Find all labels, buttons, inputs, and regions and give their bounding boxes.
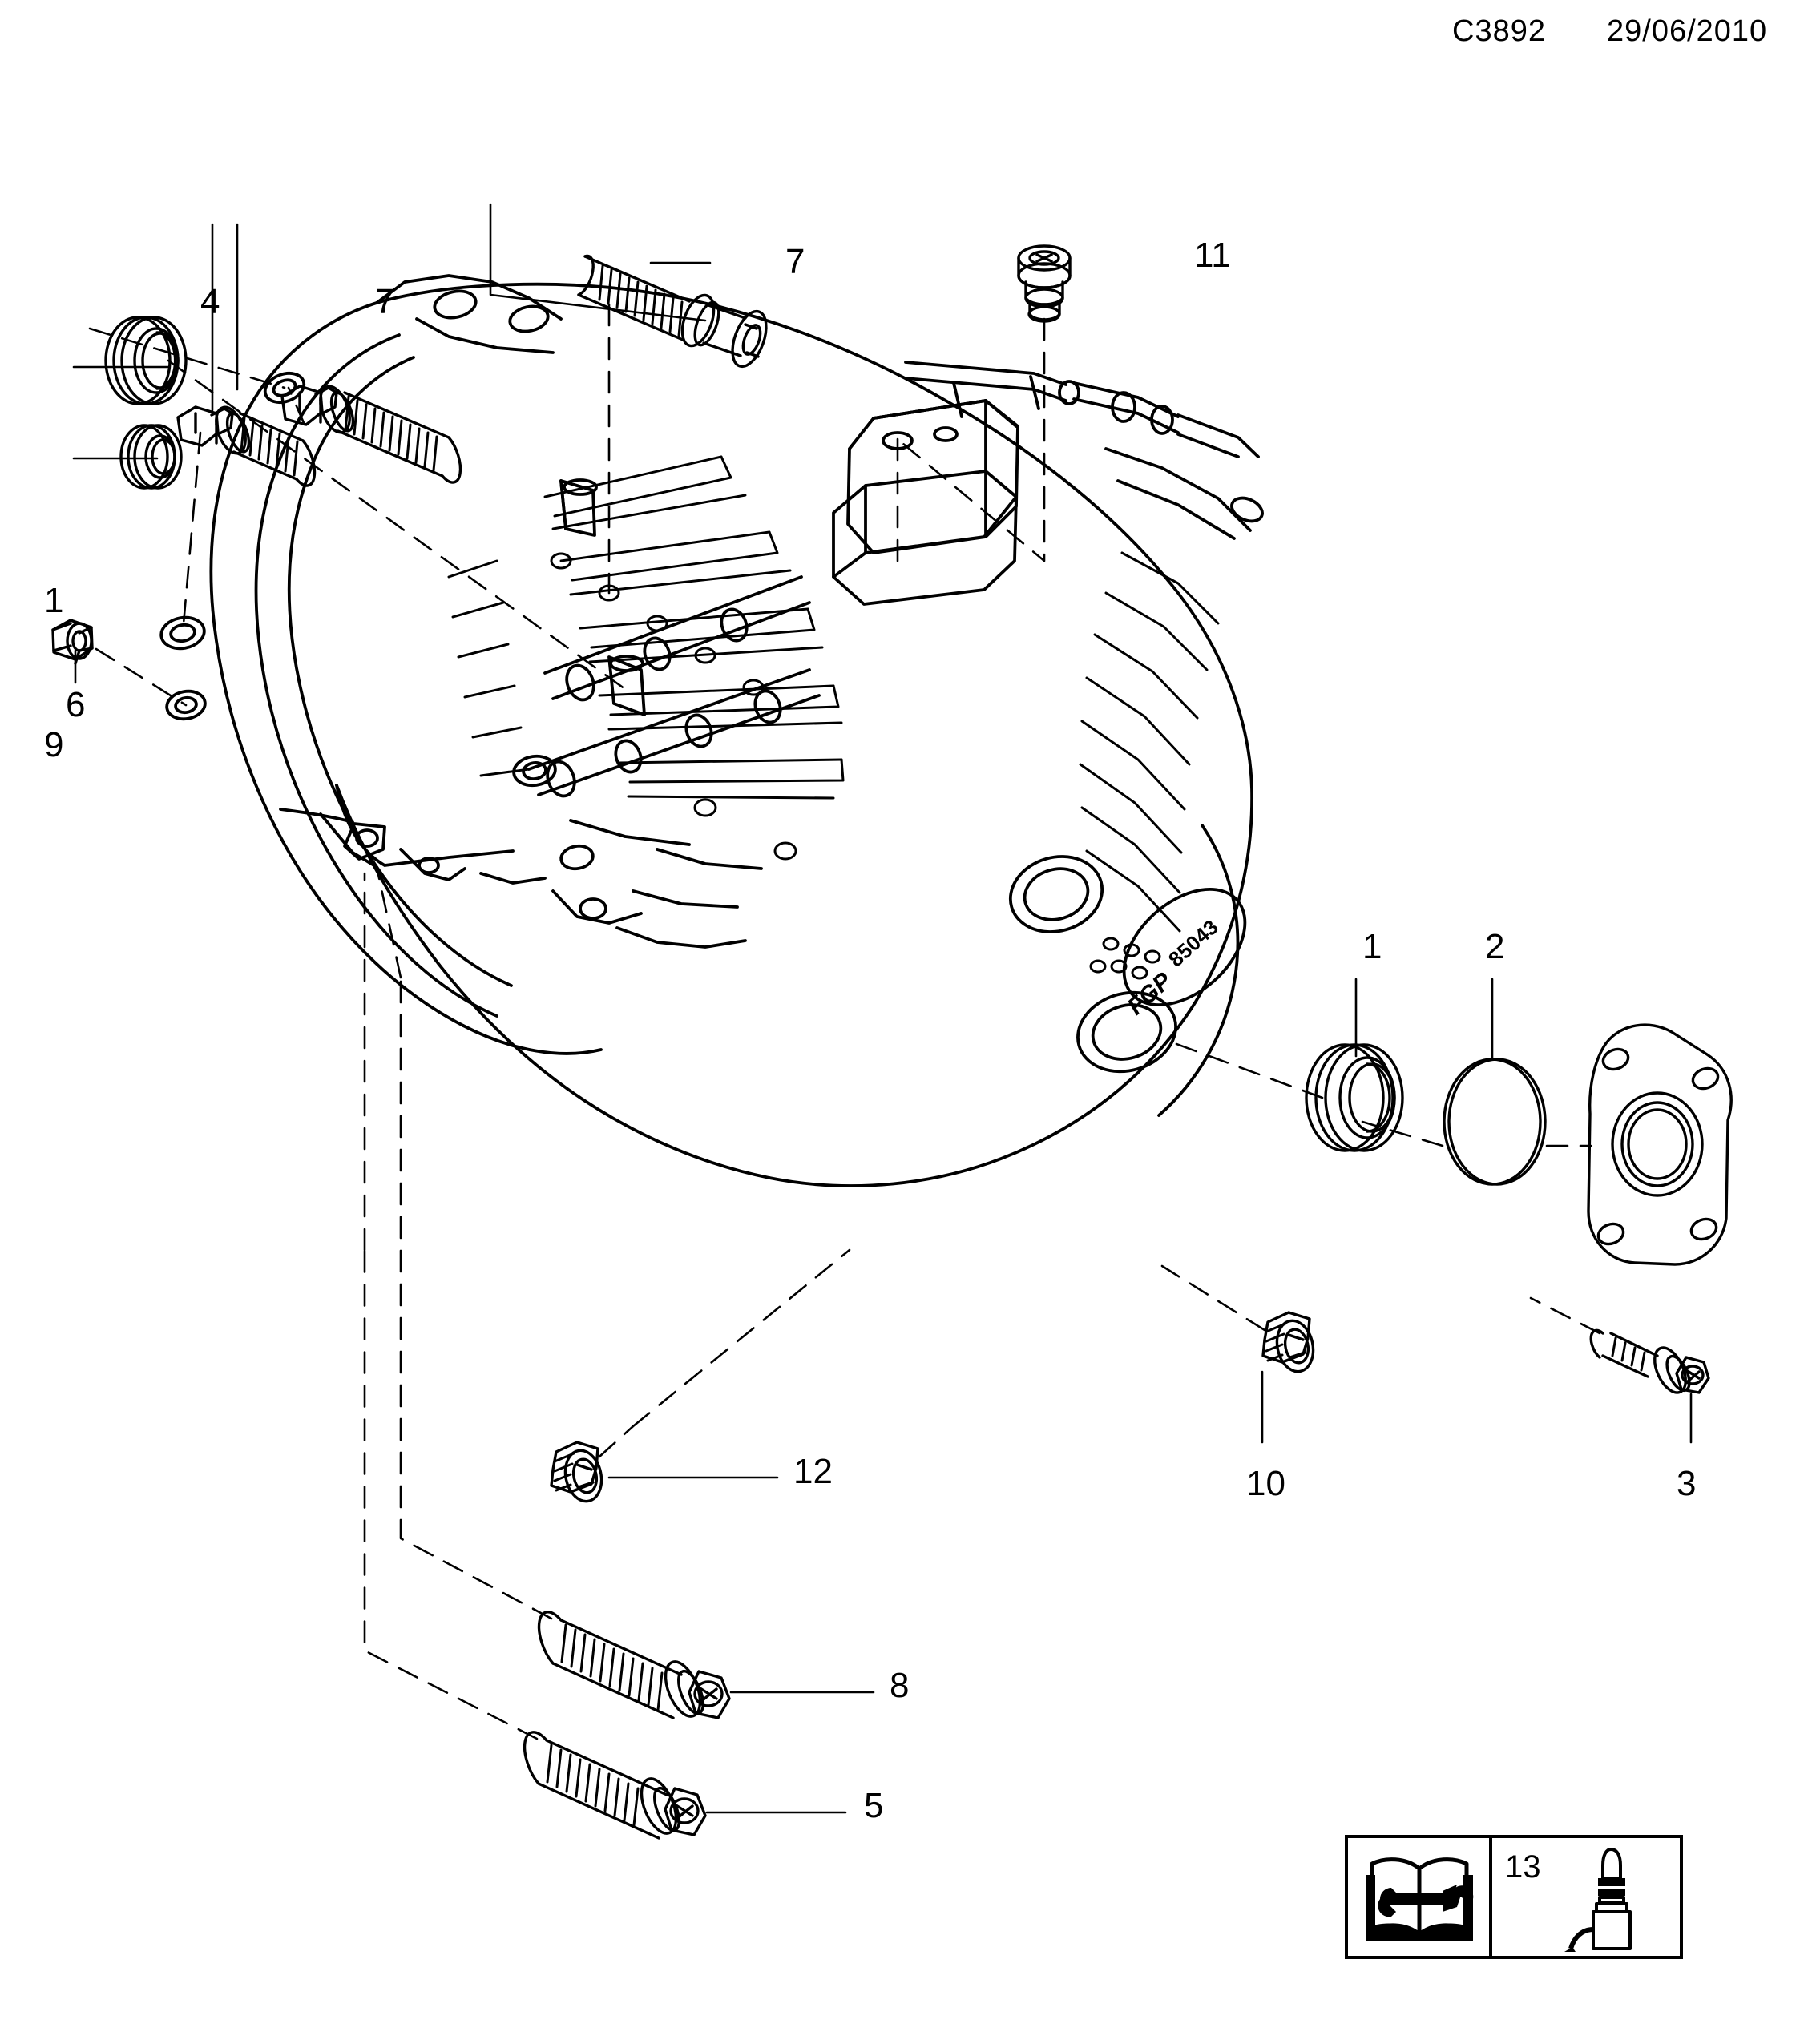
- wrench-icon: [1378, 1885, 1474, 1917]
- clutch-housing-illustration: [159, 274, 1264, 1187]
- callout-12[interactable]: 12: [793, 1452, 833, 1491]
- drawing-code: C3892: [1452, 14, 1546, 48]
- o-ring-2-illustration: [1443, 1058, 1547, 1186]
- flanged-screw-3-illustration: [1589, 1328, 1710, 1394]
- svg-text:FGP: FGP: [1123, 967, 1178, 1020]
- oil-seal-9-illustration: [119, 424, 183, 490]
- diagram-header: C3892 29/06/2010: [0, 0, 1804, 64]
- callout-1-left[interactable]: 1: [44, 581, 64, 620]
- threaded-plug-12-illustration: [550, 1441, 603, 1503]
- callout-7-left[interactable]: 7: [375, 282, 395, 321]
- bearing-retainer-plate-illustration: [1587, 1023, 1733, 1266]
- oil-seal-1-left-illustration: [104, 316, 188, 405]
- bolt-8-illustration: [537, 1611, 731, 1719]
- callout-5[interactable]: 5: [864, 1786, 884, 1825]
- bolt-7b-illustration: [577, 254, 768, 369]
- legend-cell-service-manual: [1348, 1838, 1492, 1956]
- callout-1-right[interactable]: 1: [1362, 927, 1382, 966]
- callout-7-top[interactable]: 7: [785, 242, 805, 281]
- legend-sealant-number: 13: [1505, 1849, 1541, 1885]
- legend-box: 13: [1345, 1835, 1683, 1959]
- callout-3[interactable]: 3: [1677, 1464, 1697, 1503]
- bolt-4-illustration: [176, 405, 317, 487]
- bolt-7a-illustration: [280, 385, 462, 484]
- callout-10[interactable]: 10: [1246, 1464, 1285, 1503]
- vent-plug-11-illustration: [1017, 244, 1072, 323]
- oil-seal-1-right-illustration: [1305, 1043, 1404, 1152]
- bolt-5-illustration: [523, 1731, 707, 1840]
- drawing-date: 29/06/2010: [1607, 14, 1768, 48]
- callout-6[interactable]: 6: [66, 685, 86, 724]
- sealant-bottle-icon: [1564, 1848, 1632, 1952]
- callout-11[interactable]: 11: [1194, 236, 1231, 275]
- threaded-plug-10-illustration: [1261, 1311, 1315, 1373]
- callout-4[interactable]: 4: [200, 282, 220, 321]
- callout-8[interactable]: 8: [890, 1666, 910, 1705]
- hex-nut-6-illustration: [51, 619, 94, 665]
- callout-9[interactable]: 9: [44, 725, 64, 764]
- callout-2[interactable]: 2: [1485, 927, 1505, 966]
- legend-cell-sealant: 13: [1492, 1838, 1680, 1956]
- service-manual-book-wrench-icon: [1366, 1857, 1474, 1941]
